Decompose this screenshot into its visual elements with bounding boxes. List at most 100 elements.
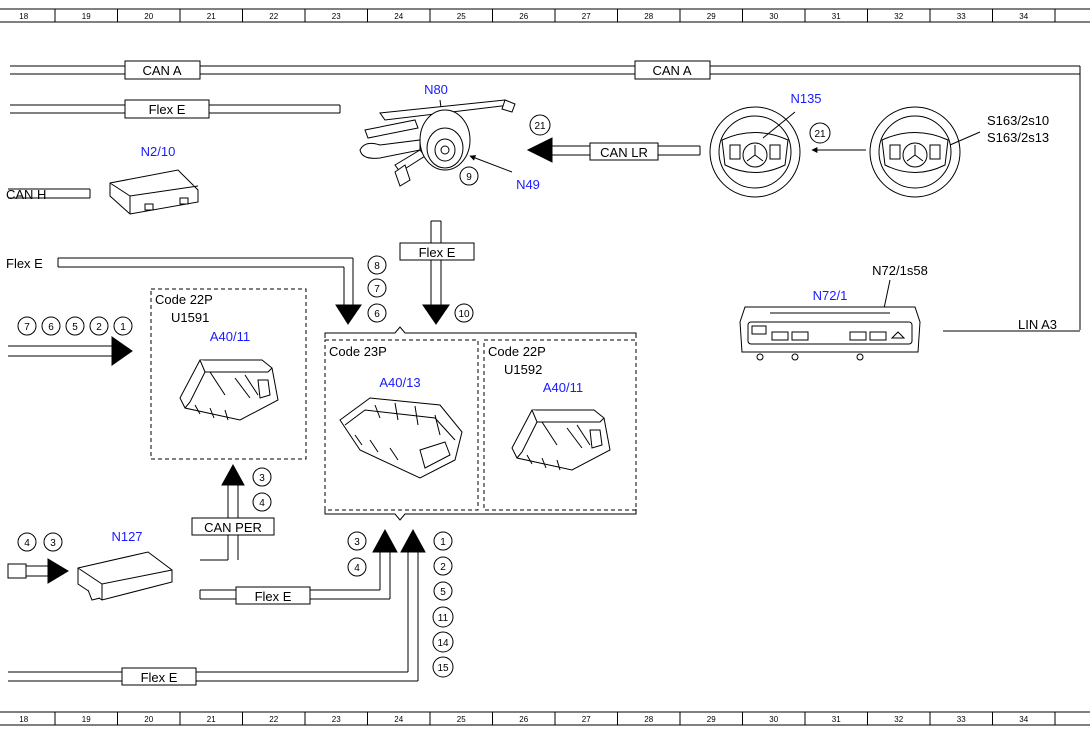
steering-wheel-n135-icon — [709, 106, 801, 198]
marker-n4: 4 — [17, 532, 37, 552]
marker-r5: 5 — [433, 581, 453, 601]
n2-10-label: N2/10 — [141, 144, 176, 159]
ruler-label: 28 — [644, 715, 653, 724]
lin-a3-label: LIN A3 — [1018, 317, 1057, 332]
svg-text:Flex E: Flex E — [419, 245, 456, 260]
svg-text:1: 1 — [440, 537, 446, 548]
ruler-label: 31 — [832, 715, 841, 724]
svg-text:4: 4 — [24, 538, 30, 549]
right-box-part: A40/11 — [543, 380, 583, 395]
ruler-label: 21 — [207, 12, 216, 21]
ruler-label: 19 — [82, 715, 91, 724]
left-bundle-arrow — [8, 336, 133, 366]
flex-e-bottom-label-box: Flex E — [121, 667, 197, 686]
svg-text:15: 15 — [437, 663, 449, 674]
flex-e-mid-line — [8, 255, 362, 325]
marker-21b: 21 — [809, 122, 831, 144]
marker-10: 10 — [454, 303, 474, 323]
n2-10-module-icon — [109, 169, 199, 215]
ruler-label: 33 — [957, 12, 966, 21]
center-code-box — [324, 339, 479, 511]
left-box-code: Code 22P — [155, 292, 213, 307]
svg-text:2: 2 — [96, 322, 102, 333]
ruler-label: 18 — [19, 715, 28, 724]
marker-r11: 11 — [432, 606, 454, 628]
flex-e-low-label-box: Flex E — [235, 586, 311, 605]
marker-9: 9 — [459, 166, 479, 186]
marker-6: 6 — [367, 303, 387, 323]
svg-text:6: 6 — [374, 309, 380, 320]
svg-text:21: 21 — [814, 129, 826, 140]
can-a-label-1: CAN A — [124, 60, 201, 80]
n135-pointer — [762, 111, 796, 139]
svg-text:9: 9 — [466, 172, 472, 183]
n49-label: N49 — [516, 177, 540, 192]
svg-text:Flex E: Flex E — [255, 589, 292, 604]
ruler-label: 22 — [269, 715, 278, 724]
ruler-label: 25 — [457, 715, 466, 724]
s163-2s13-label: S163/2s13 — [987, 130, 1049, 145]
marker-n3: 3 — [43, 532, 63, 552]
a40-13-icon — [339, 397, 463, 479]
ruler-label: 22 — [269, 12, 278, 21]
ruler-label: 32 — [894, 12, 903, 21]
svg-text:1: 1 — [120, 322, 126, 333]
ruler-label: 18 — [19, 12, 28, 21]
can-lr-label-box: CAN LR — [589, 142, 659, 161]
svg-text:CAN LR: CAN LR — [600, 145, 648, 160]
svg-text:3: 3 — [354, 537, 360, 548]
svg-text:CAN A: CAN A — [142, 63, 181, 78]
marker-21a: 21 — [529, 114, 551, 136]
ruler-label: 29 — [707, 715, 716, 724]
svg-text:3: 3 — [50, 538, 56, 549]
ruler-label: 23 — [332, 715, 341, 724]
s163-2s10-label: S163/2s10 — [987, 113, 1049, 128]
n127-label: N127 — [111, 529, 142, 544]
svg-text:7: 7 — [24, 322, 30, 333]
can-per-line — [200, 463, 245, 561]
flex-e-mid-label: Flex E — [6, 256, 43, 271]
n49-pointer — [469, 155, 513, 173]
marker-l2: 2 — [89, 316, 109, 336]
ruler-label: 27 — [582, 715, 591, 724]
svg-text:21: 21 — [534, 121, 546, 132]
flex-e-bottom-line — [8, 528, 426, 682]
a40-11-right-icon — [511, 409, 611, 471]
ruler-label: 20 — [144, 715, 153, 724]
ruler-label: 19 — [82, 12, 91, 21]
flex-e-center-label-box: Flex E — [399, 242, 475, 261]
marker-8: 8 — [367, 255, 387, 275]
svg-text:2: 2 — [440, 562, 446, 573]
marker-r2: 2 — [433, 556, 453, 576]
ruler-label: 26 — [519, 12, 528, 21]
marker-l6: 6 — [41, 316, 61, 336]
svg-text:8: 8 — [374, 261, 380, 272]
left-box-sub: U1591 — [171, 310, 209, 325]
center-box-part: A40/13 — [379, 375, 420, 390]
n80-label: N80 — [424, 82, 448, 97]
ruler-label: 31 — [832, 12, 841, 21]
marker-l5: 5 — [65, 316, 85, 336]
n80-steering-column-icon — [359, 99, 516, 187]
ruler-label: 27 — [582, 12, 591, 21]
svg-text:11: 11 — [438, 613, 449, 624]
a40-11-left-icon — [179, 359, 279, 421]
center-bracket — [324, 326, 637, 521]
ruler-label: 26 — [519, 715, 528, 724]
n72-1s58-label: N72/1s58 — [872, 263, 928, 278]
ruler-label: 20 — [144, 12, 153, 21]
svg-text:3: 3 — [259, 473, 265, 484]
ruler-label: 30 — [769, 12, 778, 21]
marker-l1: 1 — [113, 316, 133, 336]
svg-text:CAN PER: CAN PER — [204, 520, 262, 535]
ruler-label: 29 — [707, 12, 716, 21]
svg-text:10: 10 — [458, 309, 470, 320]
can-h-line — [8, 188, 91, 199]
svg-text:5: 5 — [72, 322, 78, 333]
svg-text:5: 5 — [440, 587, 446, 598]
ruler-label: 34 — [1019, 715, 1028, 724]
ruler-label: 21 — [207, 715, 216, 724]
ruler-label: 28 — [644, 12, 653, 21]
